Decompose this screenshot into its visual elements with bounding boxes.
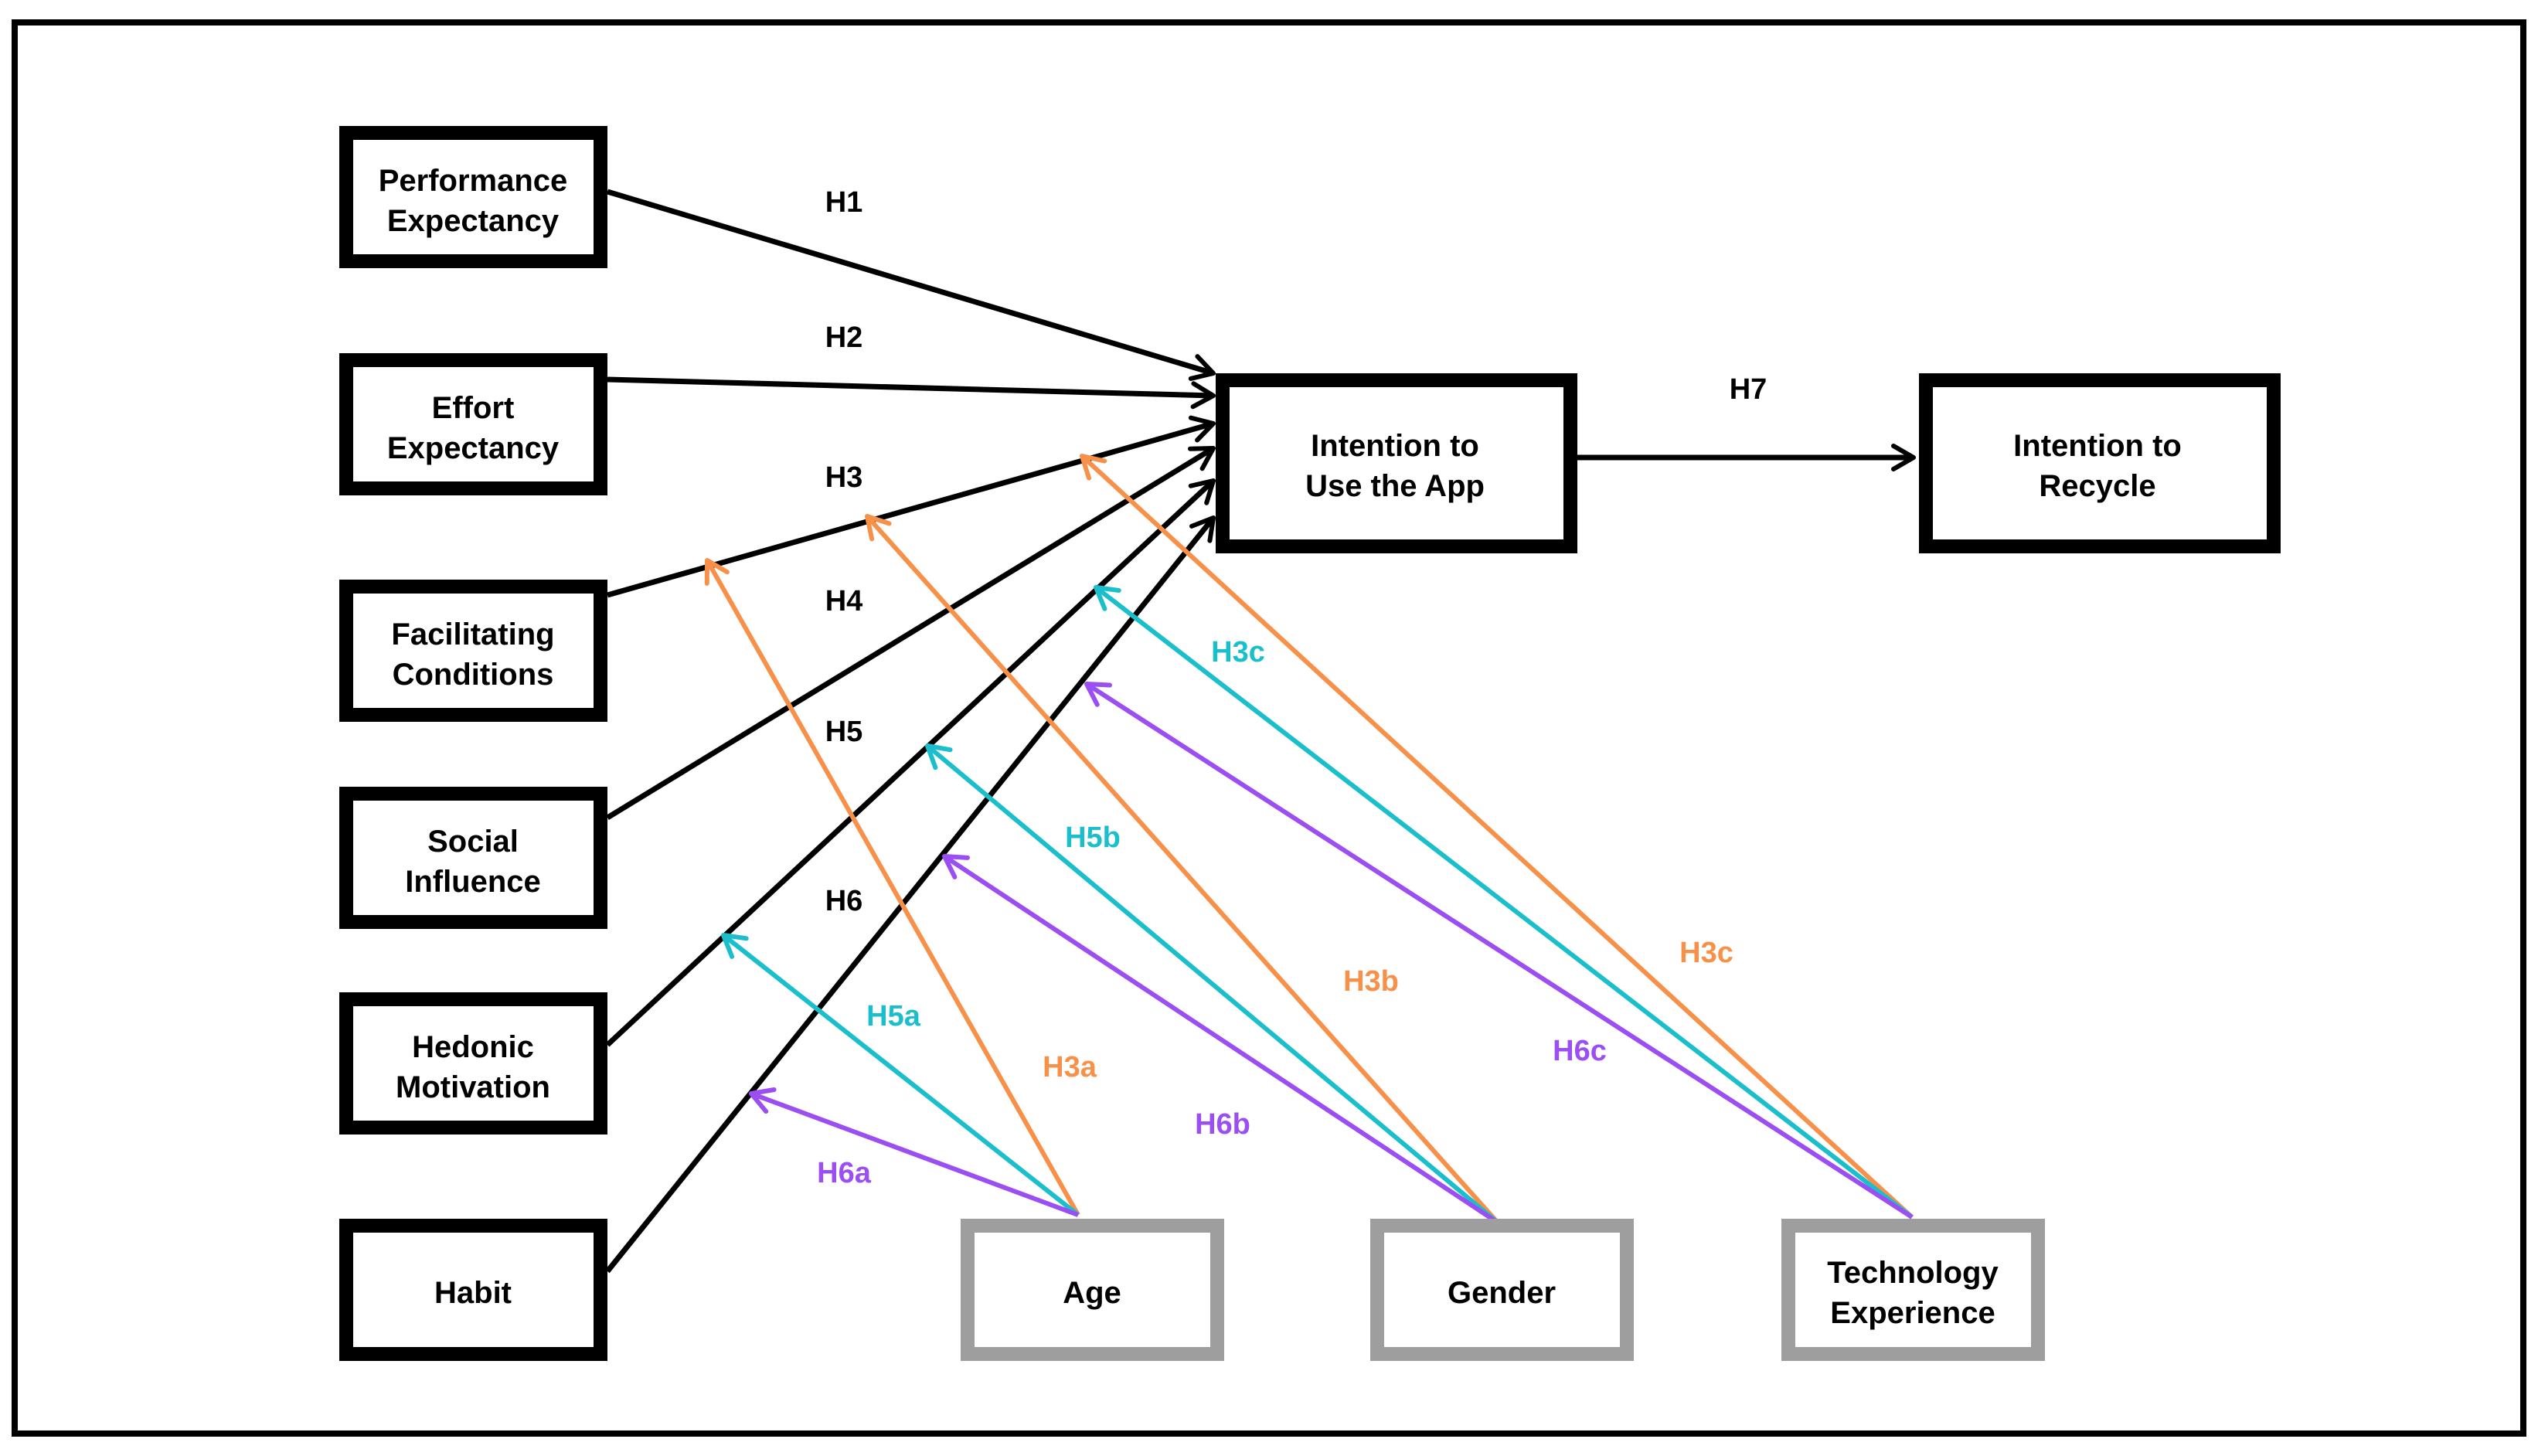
construct-hedonic-motivation: Hedonic Motivation: [339, 992, 607, 1135]
construct-label-line: Facilitating: [391, 617, 554, 651]
path-h3a: [704, 558, 1080, 1216]
hypothesis-label-h6a: H6a: [817, 1157, 872, 1189]
hypothesis-label-h2: H2: [825, 321, 863, 354]
construct-performance-expectancy: Performance Expectancy: [339, 126, 607, 268]
path-h3c-teal: [1094, 585, 1914, 1220]
hypothesis-label-h5a: H5a: [866, 1000, 921, 1032]
outcome-label-line: Use the App: [1305, 469, 1485, 503]
moderator-age: Age: [961, 1219, 1224, 1361]
hypothesis-label-h5b: H5b: [1065, 822, 1121, 854]
path-h2: [607, 376, 1216, 410]
construct-label-line: Expectancy: [387, 204, 560, 238]
construct-label-line: Hedonic: [412, 1030, 534, 1064]
construct-effort-expectancy: Effort Expectancy: [339, 353, 607, 495]
construct-label-line: Performance: [379, 164, 568, 198]
hypothesis-label-h3c-orange: H3c: [1679, 937, 1733, 969]
outcome-label-line: Intention to: [2013, 429, 2182, 463]
hypothesis-label-h6c: H6c: [1553, 1035, 1607, 1067]
moderator-label-line: Age: [1063, 1276, 1121, 1310]
path-h5: [605, 478, 1216, 1047]
path-h1: [606, 189, 1216, 381]
hypothesis-label-h3: H3: [825, 461, 863, 494]
construct-label-line: Motivation: [396, 1070, 550, 1104]
construct-label-line: Habit: [434, 1276, 512, 1310]
hypothesis-label-h1: H1: [825, 186, 863, 219]
construct-label-line: Influence: [405, 865, 541, 899]
hypothesis-label-h6b: H6b: [1195, 1108, 1250, 1141]
outcome-label-line: Intention to: [1311, 429, 1479, 463]
hypothesis-label-h7: H7: [1730, 373, 1767, 406]
hypothesis-label-h3c-teal: H3c: [1211, 636, 1265, 668]
hypothesis-label-h5: H5: [825, 716, 863, 748]
construct-label-line: Conditions: [393, 658, 554, 692]
hypothesis-label-h3a: H3a: [1043, 1051, 1097, 1083]
construct-label-line: Effort: [432, 391, 515, 425]
path-h3c-orange: [1080, 454, 1914, 1220]
construct-facilitating-conditions: Facilitating Conditions: [339, 580, 607, 722]
outcome-label-line: Recycle: [2039, 469, 2155, 503]
path-h6a: [749, 1087, 1080, 1217]
moderator-gender: Gender: [1370, 1219, 1634, 1361]
path-h5a: [721, 933, 1080, 1217]
moderator-label-line: Technology: [1827, 1256, 1999, 1290]
path-h5b: [925, 743, 1499, 1225]
path-h4: [606, 446, 1216, 820]
outcome-intention-to-recycle: Intention to Recycle: [1919, 373, 2281, 553]
path-h3b: [865, 514, 1500, 1224]
construct-social-influence: Social Influence: [339, 787, 607, 929]
hypothesis-label-h6: H6: [825, 885, 863, 917]
moderator-label-line: Gender: [1448, 1276, 1556, 1310]
path-h3: [607, 415, 1216, 598]
moderator-technology-experience: Technology Experience: [1781, 1219, 2045, 1361]
path-h6b: [942, 854, 1499, 1225]
construct-habit: Habit: [339, 1219, 607, 1361]
construct-label-line: Social: [427, 825, 519, 859]
outer-frame: [12, 19, 2526, 1437]
path-h6: [605, 515, 1216, 1274]
construct-label-line: Expectancy: [387, 431, 560, 465]
moderator-label-line: Experience: [1830, 1296, 1995, 1330]
path-h6c: [1084, 682, 1914, 1220]
hypothesis-label-h4: H4: [825, 585, 863, 617]
hypothesis-label-h3b: H3b: [1343, 965, 1399, 998]
outcome-intention-to-use-app: Intention to Use the App: [1216, 373, 1577, 553]
